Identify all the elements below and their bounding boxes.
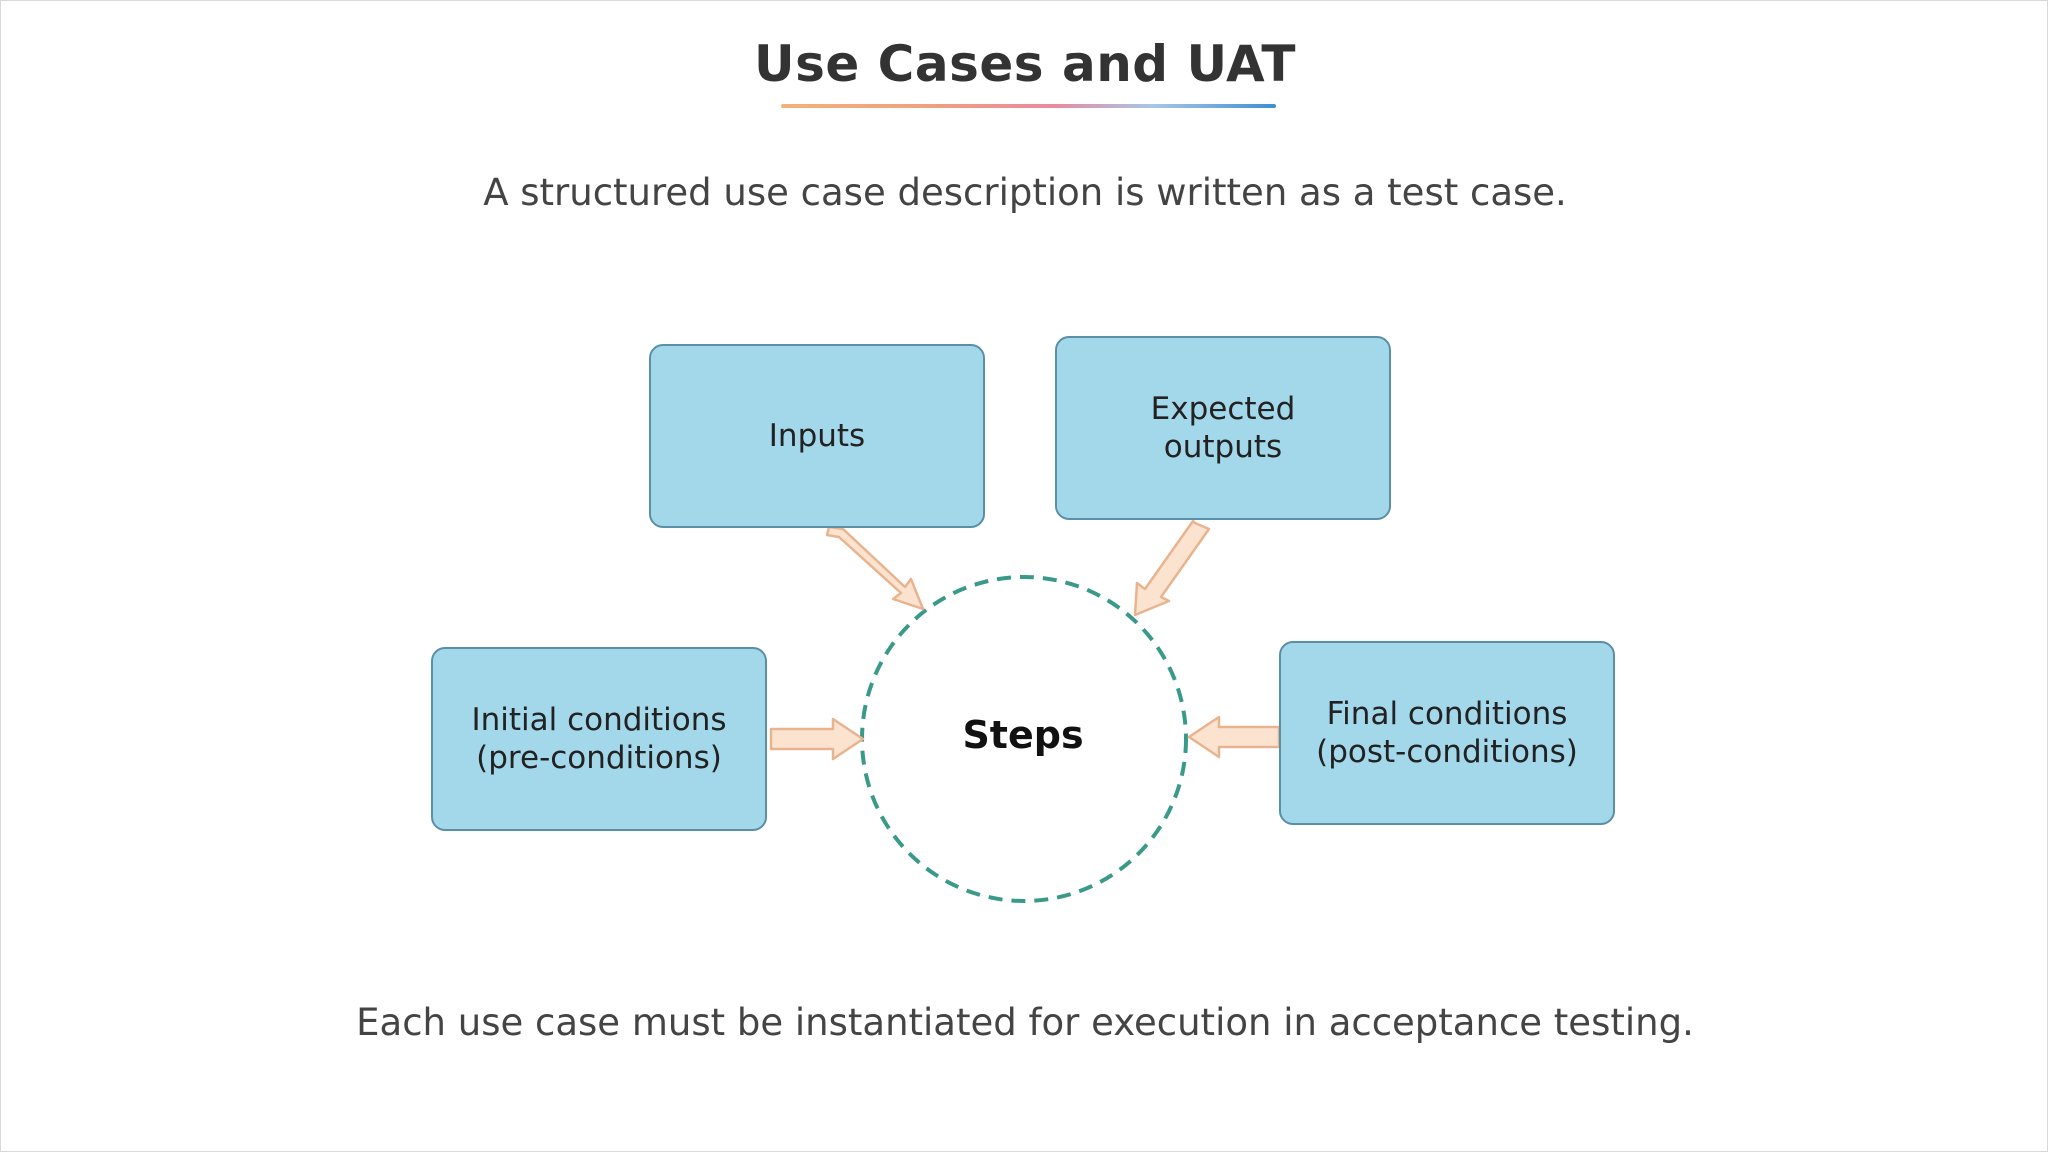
final-conditions-box: Final conditions (post-conditions): [1279, 641, 1615, 825]
steps-label: Steps: [962, 713, 1084, 757]
initial-conditions-box: Initial conditions (pre-conditions): [431, 647, 767, 831]
expected-outputs-label: Expected outputs: [1150, 391, 1296, 465]
arrow-outputs-to-steps: [1133, 519, 1211, 617]
initial-conditions-label: Initial conditions (pre-conditions): [471, 702, 727, 776]
arrow-inputs-to-steps: [825, 525, 925, 611]
slide-footer: Each use case must be instantiated for e…: [356, 1001, 1694, 1044]
inputs-box: Inputs: [649, 344, 985, 528]
title-underline: [781, 104, 1276, 108]
expected-outputs-box: Expected outputs: [1055, 336, 1391, 520]
slide-subtitle: A structured use case description is wri…: [483, 171, 1567, 214]
inputs-label: Inputs: [768, 418, 866, 454]
final-conditions-label: Final conditions (post-conditions): [1316, 696, 1578, 770]
slide-title: Use Cases and UAT: [754, 35, 1296, 93]
arrow-initial-to-steps: [769, 717, 865, 761]
arrow-final-to-steps: [1187, 715, 1281, 759]
